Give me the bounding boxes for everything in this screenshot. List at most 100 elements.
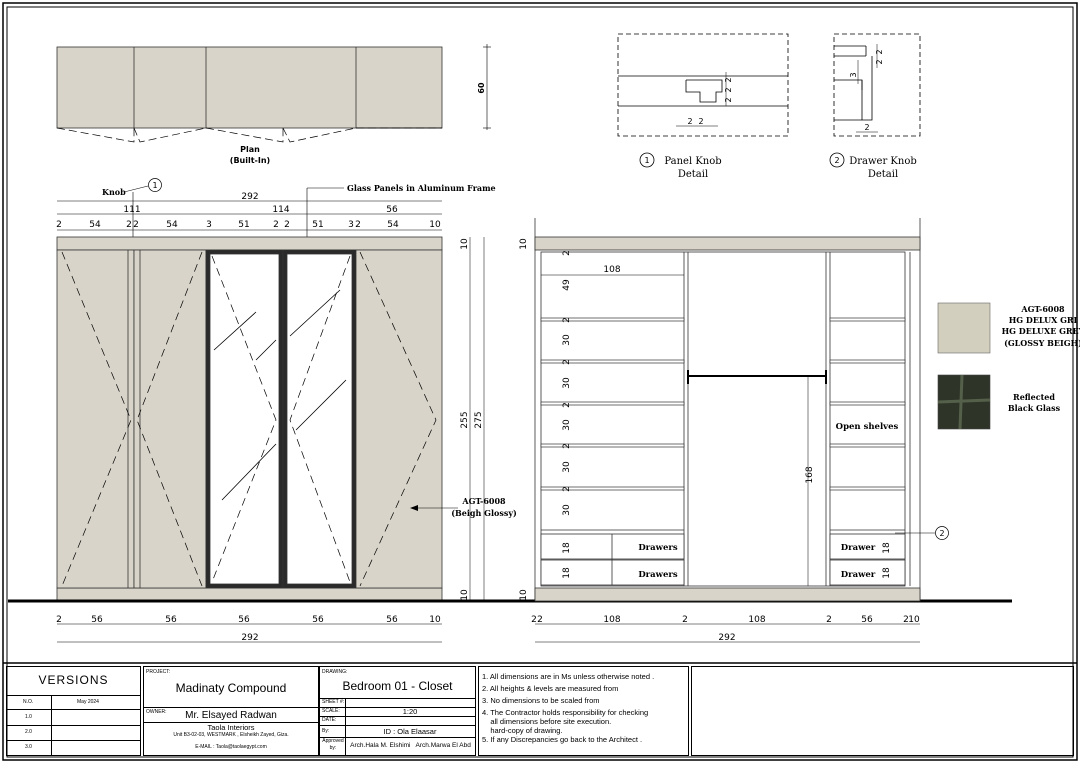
door-panel-2	[133, 249, 207, 589]
front-top-dim: 3	[348, 220, 354, 230]
drawer-label-1: Drawer	[841, 543, 876, 553]
drawer-dim-left-2: 18	[562, 567, 572, 579]
interior-bottom-total: 292	[718, 633, 735, 643]
glass-panels-label: Glass Panels in Aluminum Frame	[347, 183, 496, 193]
front-height-inner: 255	[460, 411, 470, 428]
front-group-dim-2: 114	[272, 205, 289, 215]
plan-depth-label: 60	[477, 82, 486, 94]
interior-bottom-dim: 10	[908, 615, 920, 625]
version-row-1: 1.0	[25, 714, 32, 720]
legend-swatch-agt	[937, 302, 991, 354]
glass-door-1	[209, 253, 280, 585]
knob-leader	[123, 185, 149, 193]
front-top-dim: 10	[429, 220, 441, 230]
material-arrow	[410, 505, 418, 511]
hanging-height-dim: 168	[805, 466, 815, 483]
glass-reflection-lines	[213, 289, 347, 501]
shelf	[829, 486, 906, 491]
sheet-label: SHEET #:	[322, 699, 345, 705]
note-2: 2. All heights & levels are measured fro…	[482, 684, 619, 693]
drawer-label-2: Drawer	[841, 570, 876, 580]
plan-subtitle: (Built-In)	[230, 156, 270, 165]
front-bottom-dim: 56	[386, 615, 398, 625]
shelf	[540, 401, 685, 406]
plan-title: Plan	[240, 145, 260, 154]
shelf	[540, 443, 685, 448]
versions-box: VERSIONS N.O. May 2024 1.0 2.0 3.0	[6, 666, 141, 756]
plan-view	[56, 46, 443, 129]
legend-agt-code: AGT-6008	[1020, 304, 1065, 314]
drawer-knob-dim-2: 2	[875, 59, 884, 64]
plan-door-swings	[56, 127, 442, 143]
by-value: ID : Ola Elaasar	[383, 727, 437, 736]
front-top-dim: 54	[89, 220, 101, 230]
open-shelves-label: Open shelves	[836, 422, 899, 432]
shelf-dim: 30	[562, 334, 572, 346]
panel-knob-dim-5: 2	[698, 117, 703, 126]
shelf-dim: 2	[562, 317, 572, 323]
drawer-dim-left-1: 18	[562, 542, 572, 554]
front-bottom-dim: 56	[238, 615, 250, 625]
interior-bottom-dims	[535, 623, 920, 643]
drawing-label: DRAWING:	[322, 669, 348, 675]
panel-knob-dim-2: 2	[724, 87, 733, 92]
front-top-dim: 3	[206, 220, 212, 230]
drawer-right-2	[829, 559, 906, 586]
interior-width-108: 108	[603, 265, 620, 275]
front-top-dim: 2	[284, 220, 290, 230]
shelf	[829, 359, 906, 364]
front-top-band	[56, 236, 443, 251]
interior-bottom-dim: 2	[682, 615, 688, 625]
knob-ref-num: 1	[152, 181, 157, 190]
front-bottom-total: 292	[241, 633, 258, 643]
shelf-dim: 30	[562, 504, 572, 516]
front-top-dim: 2	[355, 220, 361, 230]
owner-label: OWNER:	[146, 709, 167, 715]
door-panel-1	[56, 249, 135, 589]
hanging-rod	[687, 370, 827, 586]
left-shelves	[540, 317, 685, 491]
panel-knob-ref-circle	[639, 152, 655, 168]
approved-value: Arch.Hala M. Elshimi Arch.Marwa El Abd	[350, 742, 471, 749]
interior-bottom-dim: 2	[531, 615, 537, 625]
front-height-total: 275	[474, 411, 484, 428]
notes-box: 1. All dimensions are in Ms unless other…	[478, 666, 689, 756]
panel-knob-ref-num: 1	[644, 156, 649, 165]
legend-agt-line2: HG DELUX GRI	[1009, 315, 1078, 325]
shelf-dim: 30	[562, 419, 572, 431]
version-row-3: 3.0	[25, 744, 32, 750]
knob-label: Knob	[102, 187, 126, 197]
interior-top-band	[534, 236, 921, 251]
door-panel-5	[355, 249, 443, 589]
drawing-box: DRAWING: Bedroom 01 - Closet SHEET #: SC…	[319, 666, 476, 756]
interior-bottom-dim: 56	[861, 615, 873, 625]
interior-top-band-dim: 10	[519, 238, 529, 250]
inner-border	[6, 6, 1074, 758]
versions-title: VERSIONS	[38, 673, 109, 687]
drawer-knob-dim-3: 3	[849, 72, 858, 77]
note-5: all dimensions before site execution.	[482, 717, 612, 726]
shelf-dim: 49	[562, 279, 572, 291]
plan-depth-dimension	[483, 44, 491, 130]
front-group-dim-1: 111	[123, 205, 140, 215]
glass-door-2	[286, 253, 353, 585]
front-top-dim: 51	[312, 220, 323, 230]
shelf	[540, 317, 685, 322]
project-name: Madinaty Compound	[175, 681, 287, 695]
front-bottom-band-dim: 10	[460, 589, 470, 601]
interior-bottom-dim: 108	[603, 615, 620, 625]
material-label: AGT-6008	[461, 496, 506, 506]
right-shelves	[829, 317, 906, 491]
note-1: 1. All dimensions are in Ms unless other…	[482, 672, 655, 681]
drawer-left-1	[540, 533, 685, 560]
plan-wardrobe-body	[56, 46, 443, 129]
front-top-dim: 2	[273, 220, 279, 230]
panel-knob-dim-4: 2	[687, 117, 692, 126]
date-label: DATE:	[322, 717, 337, 723]
project-box: PROJECT: Madinaty Compound OWNER: Mr. El…	[143, 666, 319, 756]
scale-value: 1:20	[402, 707, 418, 716]
shelf-dim: 2	[562, 402, 572, 408]
legend-agt-line4: (GLOSSY BEIGH)	[1004, 338, 1080, 348]
